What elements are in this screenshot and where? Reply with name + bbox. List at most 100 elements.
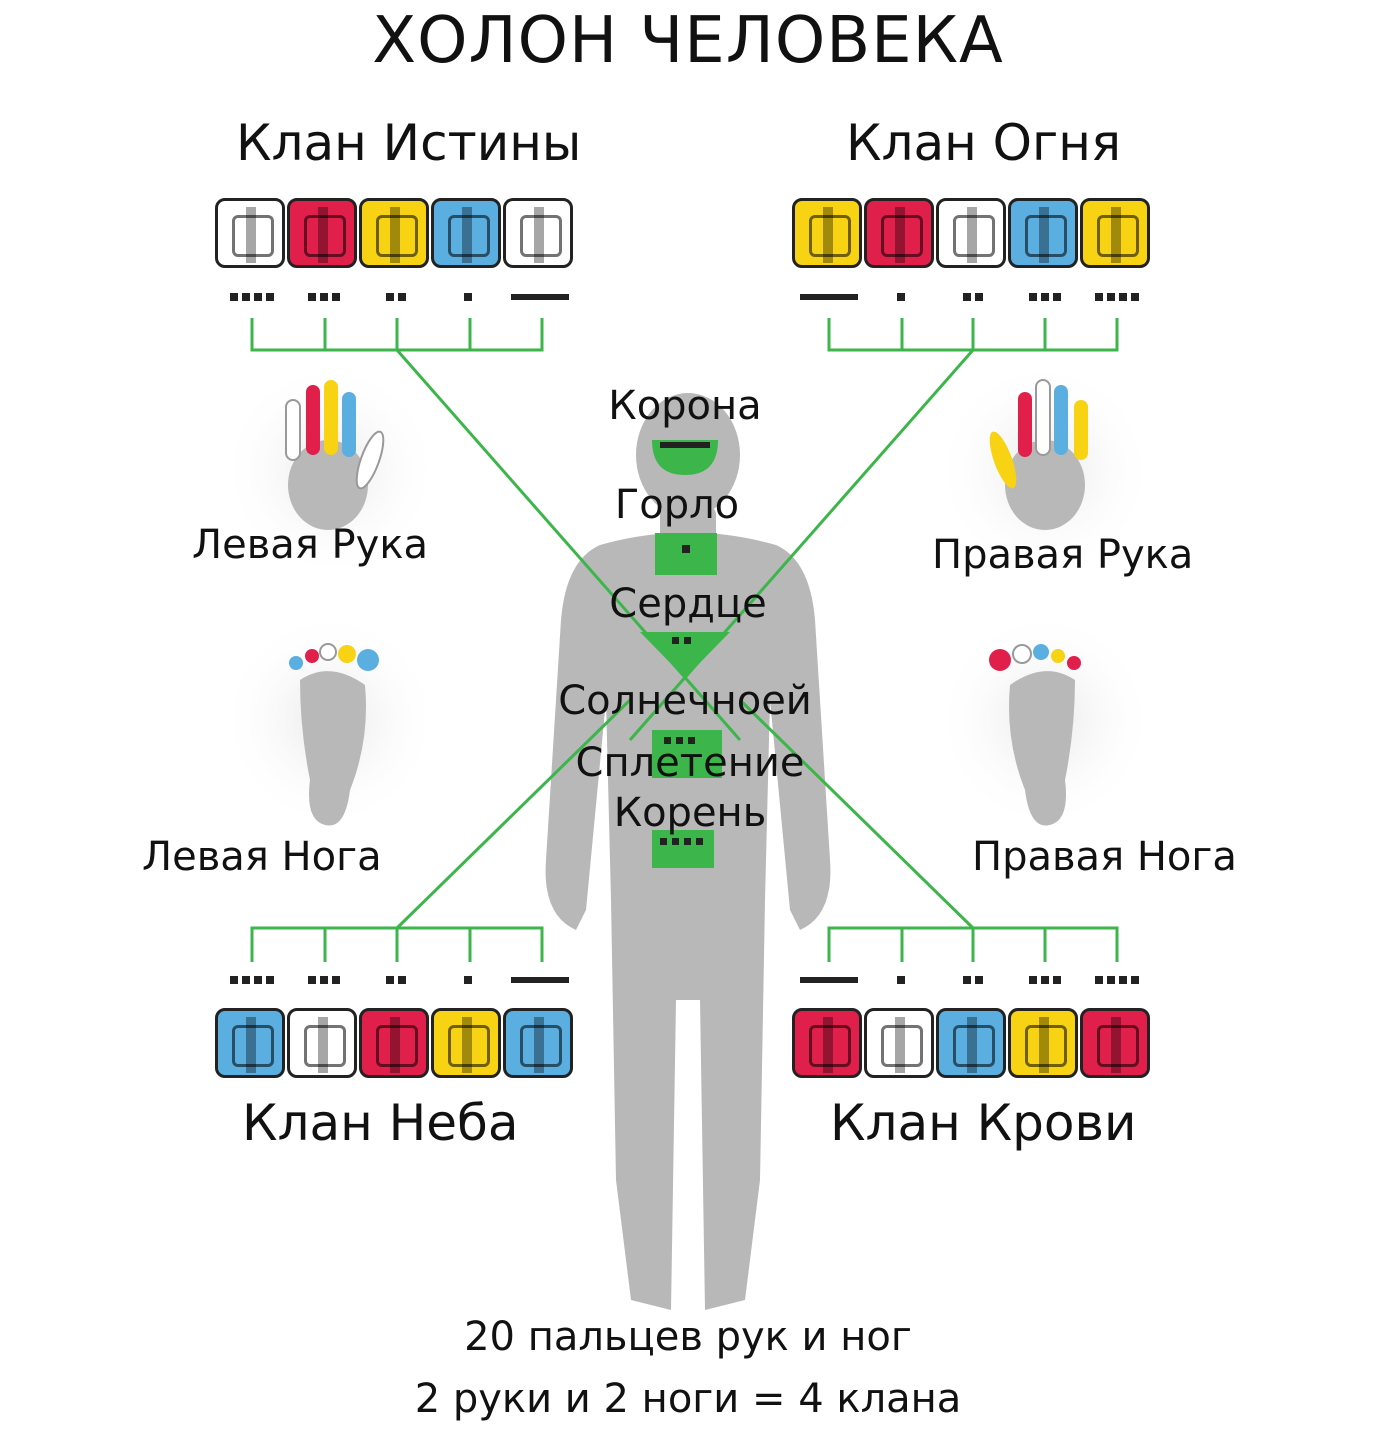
truth-tones bbox=[216, 290, 576, 304]
clan-truth-label: Клан Истины bbox=[236, 114, 582, 172]
sky-line bbox=[395, 698, 632, 930]
tone-dot bbox=[464, 293, 472, 301]
throat-label: Горло bbox=[614, 482, 740, 528]
tone-dot bbox=[1041, 293, 1049, 301]
tone-dot bbox=[1029, 293, 1037, 301]
tone-dot bbox=[332, 293, 340, 301]
crown-label: Корона bbox=[608, 383, 762, 429]
solar-label: Солнечноей bbox=[558, 678, 812, 724]
tone-dot bbox=[963, 293, 971, 301]
fire-tones bbox=[793, 290, 1153, 304]
glyph-tile bbox=[431, 198, 501, 268]
tone-dot bbox=[230, 976, 238, 984]
clan-sky-label: Клан Неба bbox=[242, 1094, 519, 1152]
sky-glyphs bbox=[215, 1008, 573, 1078]
tone-bar bbox=[800, 294, 858, 300]
sky-bracket bbox=[250, 926, 544, 962]
tone-dot bbox=[1095, 976, 1103, 984]
tone-dot bbox=[1131, 293, 1139, 301]
root-chakra bbox=[652, 830, 714, 868]
glyph-tile bbox=[287, 198, 357, 268]
blood-tones bbox=[793, 973, 1153, 987]
throat-chakra bbox=[655, 533, 717, 575]
tone-dot bbox=[1119, 976, 1127, 984]
tone-dot bbox=[975, 976, 983, 984]
tone-dot bbox=[975, 293, 983, 301]
glyph-tile bbox=[431, 1008, 501, 1078]
left-hand-label: Левая Рука bbox=[192, 522, 429, 568]
glyph-tile bbox=[215, 198, 285, 268]
tone-marker bbox=[288, 973, 360, 987]
right-foot-label: Правая Нога bbox=[972, 834, 1237, 880]
tone-marker bbox=[793, 973, 865, 987]
glyph-tile bbox=[287, 1008, 357, 1078]
tone-dot bbox=[242, 293, 250, 301]
tone-marker bbox=[432, 973, 504, 987]
sky-tones bbox=[216, 973, 576, 987]
tone-dot bbox=[1029, 976, 1037, 984]
root-label: Корень bbox=[613, 790, 767, 836]
glyph-tile bbox=[792, 1008, 862, 1078]
tone-marker bbox=[360, 290, 432, 304]
truth-bracket bbox=[250, 318, 544, 352]
glyph-tile bbox=[1008, 1008, 1078, 1078]
blood-bracket bbox=[827, 926, 1119, 962]
glyph-tile bbox=[936, 1008, 1006, 1078]
tone-dot bbox=[1119, 293, 1127, 301]
tone-dot bbox=[398, 976, 406, 984]
tone-dot bbox=[897, 976, 905, 984]
tone-dot bbox=[254, 976, 262, 984]
clan-blood-label: Клан Крови bbox=[830, 1094, 1137, 1152]
tone-marker bbox=[937, 973, 1009, 987]
glyph-tile bbox=[936, 198, 1006, 268]
footer-line-1: 20 пальцев рук и ног bbox=[464, 1314, 912, 1360]
tone-dot bbox=[320, 293, 328, 301]
glyph-tile bbox=[359, 1008, 429, 1078]
tone-dot bbox=[308, 293, 316, 301]
right-foot-icon bbox=[989, 644, 1081, 826]
tone-marker bbox=[1009, 973, 1081, 987]
tone-dot bbox=[266, 293, 274, 301]
left-foot-icon bbox=[289, 643, 379, 826]
glyph-tile bbox=[359, 198, 429, 268]
heart-label: Сердце bbox=[609, 581, 767, 627]
tone-dot bbox=[1107, 293, 1115, 301]
tone-dot bbox=[464, 976, 472, 984]
fire-bracket bbox=[827, 318, 1119, 352]
right-hand-icon bbox=[989, 379, 1088, 530]
glyph-tile bbox=[503, 198, 573, 268]
tone-marker bbox=[288, 290, 360, 304]
tone-dot bbox=[1053, 976, 1061, 984]
tone-bar bbox=[511, 977, 569, 983]
tone-marker bbox=[504, 290, 576, 304]
tone-marker bbox=[216, 290, 288, 304]
tone-dot bbox=[332, 976, 340, 984]
tone-dot bbox=[386, 293, 394, 301]
left-hand-icon bbox=[285, 380, 385, 530]
blood-glyphs bbox=[792, 1008, 1150, 1078]
tone-marker bbox=[865, 973, 937, 987]
footer-line-2: 2 руки и 2 ноги = 4 клана bbox=[414, 1376, 962, 1422]
tone-marker bbox=[360, 973, 432, 987]
fire-glyphs bbox=[792, 198, 1150, 268]
tone-marker bbox=[432, 290, 504, 304]
glyph-tile bbox=[215, 1008, 285, 1078]
tone-dot bbox=[1107, 976, 1115, 984]
tone-dot bbox=[963, 976, 971, 984]
left-foot-label: Левая Нога bbox=[142, 834, 382, 880]
tone-dot bbox=[398, 293, 406, 301]
tone-marker bbox=[793, 290, 865, 304]
tone-dot bbox=[254, 293, 262, 301]
tone-bar bbox=[800, 977, 858, 983]
tone-dot bbox=[266, 976, 274, 984]
glyph-tile bbox=[1080, 1008, 1150, 1078]
clan-fire-label: Клан Огня bbox=[846, 114, 1122, 172]
tone-marker bbox=[216, 973, 288, 987]
tone-dot bbox=[1041, 976, 1049, 984]
tone-marker bbox=[1009, 290, 1081, 304]
tone-dot bbox=[386, 976, 394, 984]
tone-marker bbox=[1081, 973, 1153, 987]
glyph-tile bbox=[792, 198, 862, 268]
right-hand-label: Правая Рука bbox=[932, 532, 1194, 578]
